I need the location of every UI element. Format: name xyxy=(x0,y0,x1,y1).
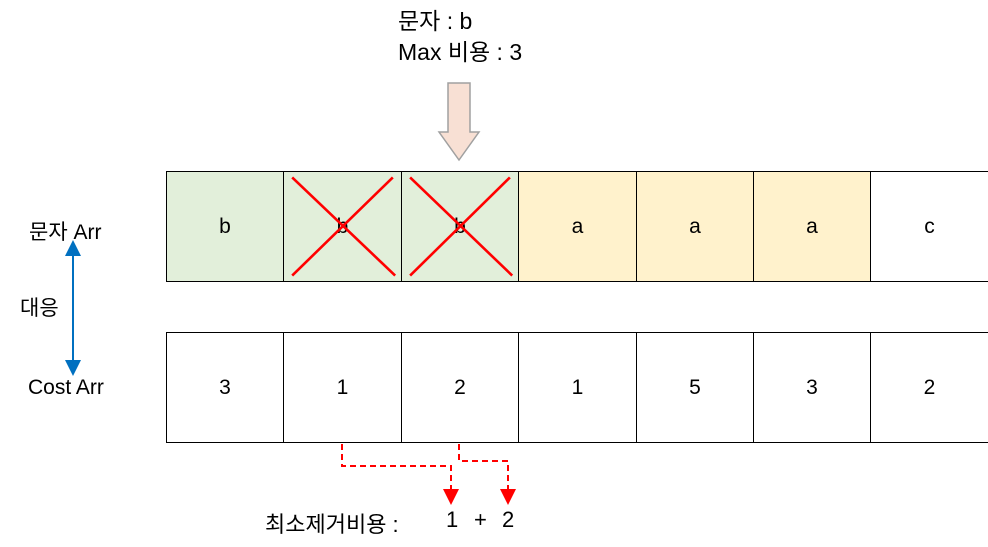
char-arr-label: 문자 Arr xyxy=(29,221,102,244)
cost-cell-3: 1 xyxy=(518,332,637,443)
char-cell-5: a xyxy=(753,171,871,282)
target-char-text: 문자 : b xyxy=(398,8,473,34)
dashed-connector-2 xyxy=(458,444,516,505)
char-cell-4: a xyxy=(636,171,754,282)
cost-value: 2 xyxy=(923,375,936,399)
sum-plus: + xyxy=(474,507,487,532)
char-value: b xyxy=(219,214,231,238)
sum-term-2: 2 xyxy=(502,507,515,532)
max-cost-text: Max 비용 : 3 xyxy=(398,39,523,65)
cost-value: 1 xyxy=(336,375,349,399)
sum-term-1: 1 xyxy=(446,507,459,532)
char-value: c xyxy=(924,214,935,238)
char-cell-6: c xyxy=(870,171,988,282)
cost-cell-6: 2 xyxy=(870,332,988,443)
char-value: b xyxy=(454,214,466,238)
char-cell-1: b xyxy=(283,171,402,282)
mapping-label: 대응 xyxy=(20,297,59,320)
cost-cell-0: 3 xyxy=(166,332,284,443)
cost-cell-2: 2 xyxy=(401,332,519,443)
char-cell-3: a xyxy=(518,171,637,282)
dashed-connector-1 xyxy=(341,444,459,505)
cost-value: 3 xyxy=(806,375,818,399)
char-value: a xyxy=(689,214,701,238)
char-value: a xyxy=(571,214,584,238)
char-value: a xyxy=(806,214,818,238)
cost-arr-label: Cost Arr xyxy=(28,376,104,399)
min-removal-cost-label: 최소제거비용 : xyxy=(265,512,399,537)
cost-value: 1 xyxy=(571,375,584,399)
cost-value: 3 xyxy=(219,375,231,399)
down-arrow-icon xyxy=(437,82,481,162)
char-cell-0: b xyxy=(166,171,284,282)
cost-value: 5 xyxy=(689,375,701,399)
cost-cell-1: 1 xyxy=(283,332,402,443)
char-value: b xyxy=(336,214,349,238)
char-cell-2: b xyxy=(401,171,519,282)
cost-cell-5: 3 xyxy=(753,332,871,443)
cost-value: 2 xyxy=(454,375,466,399)
cost-cell-4: 5 xyxy=(636,332,754,443)
